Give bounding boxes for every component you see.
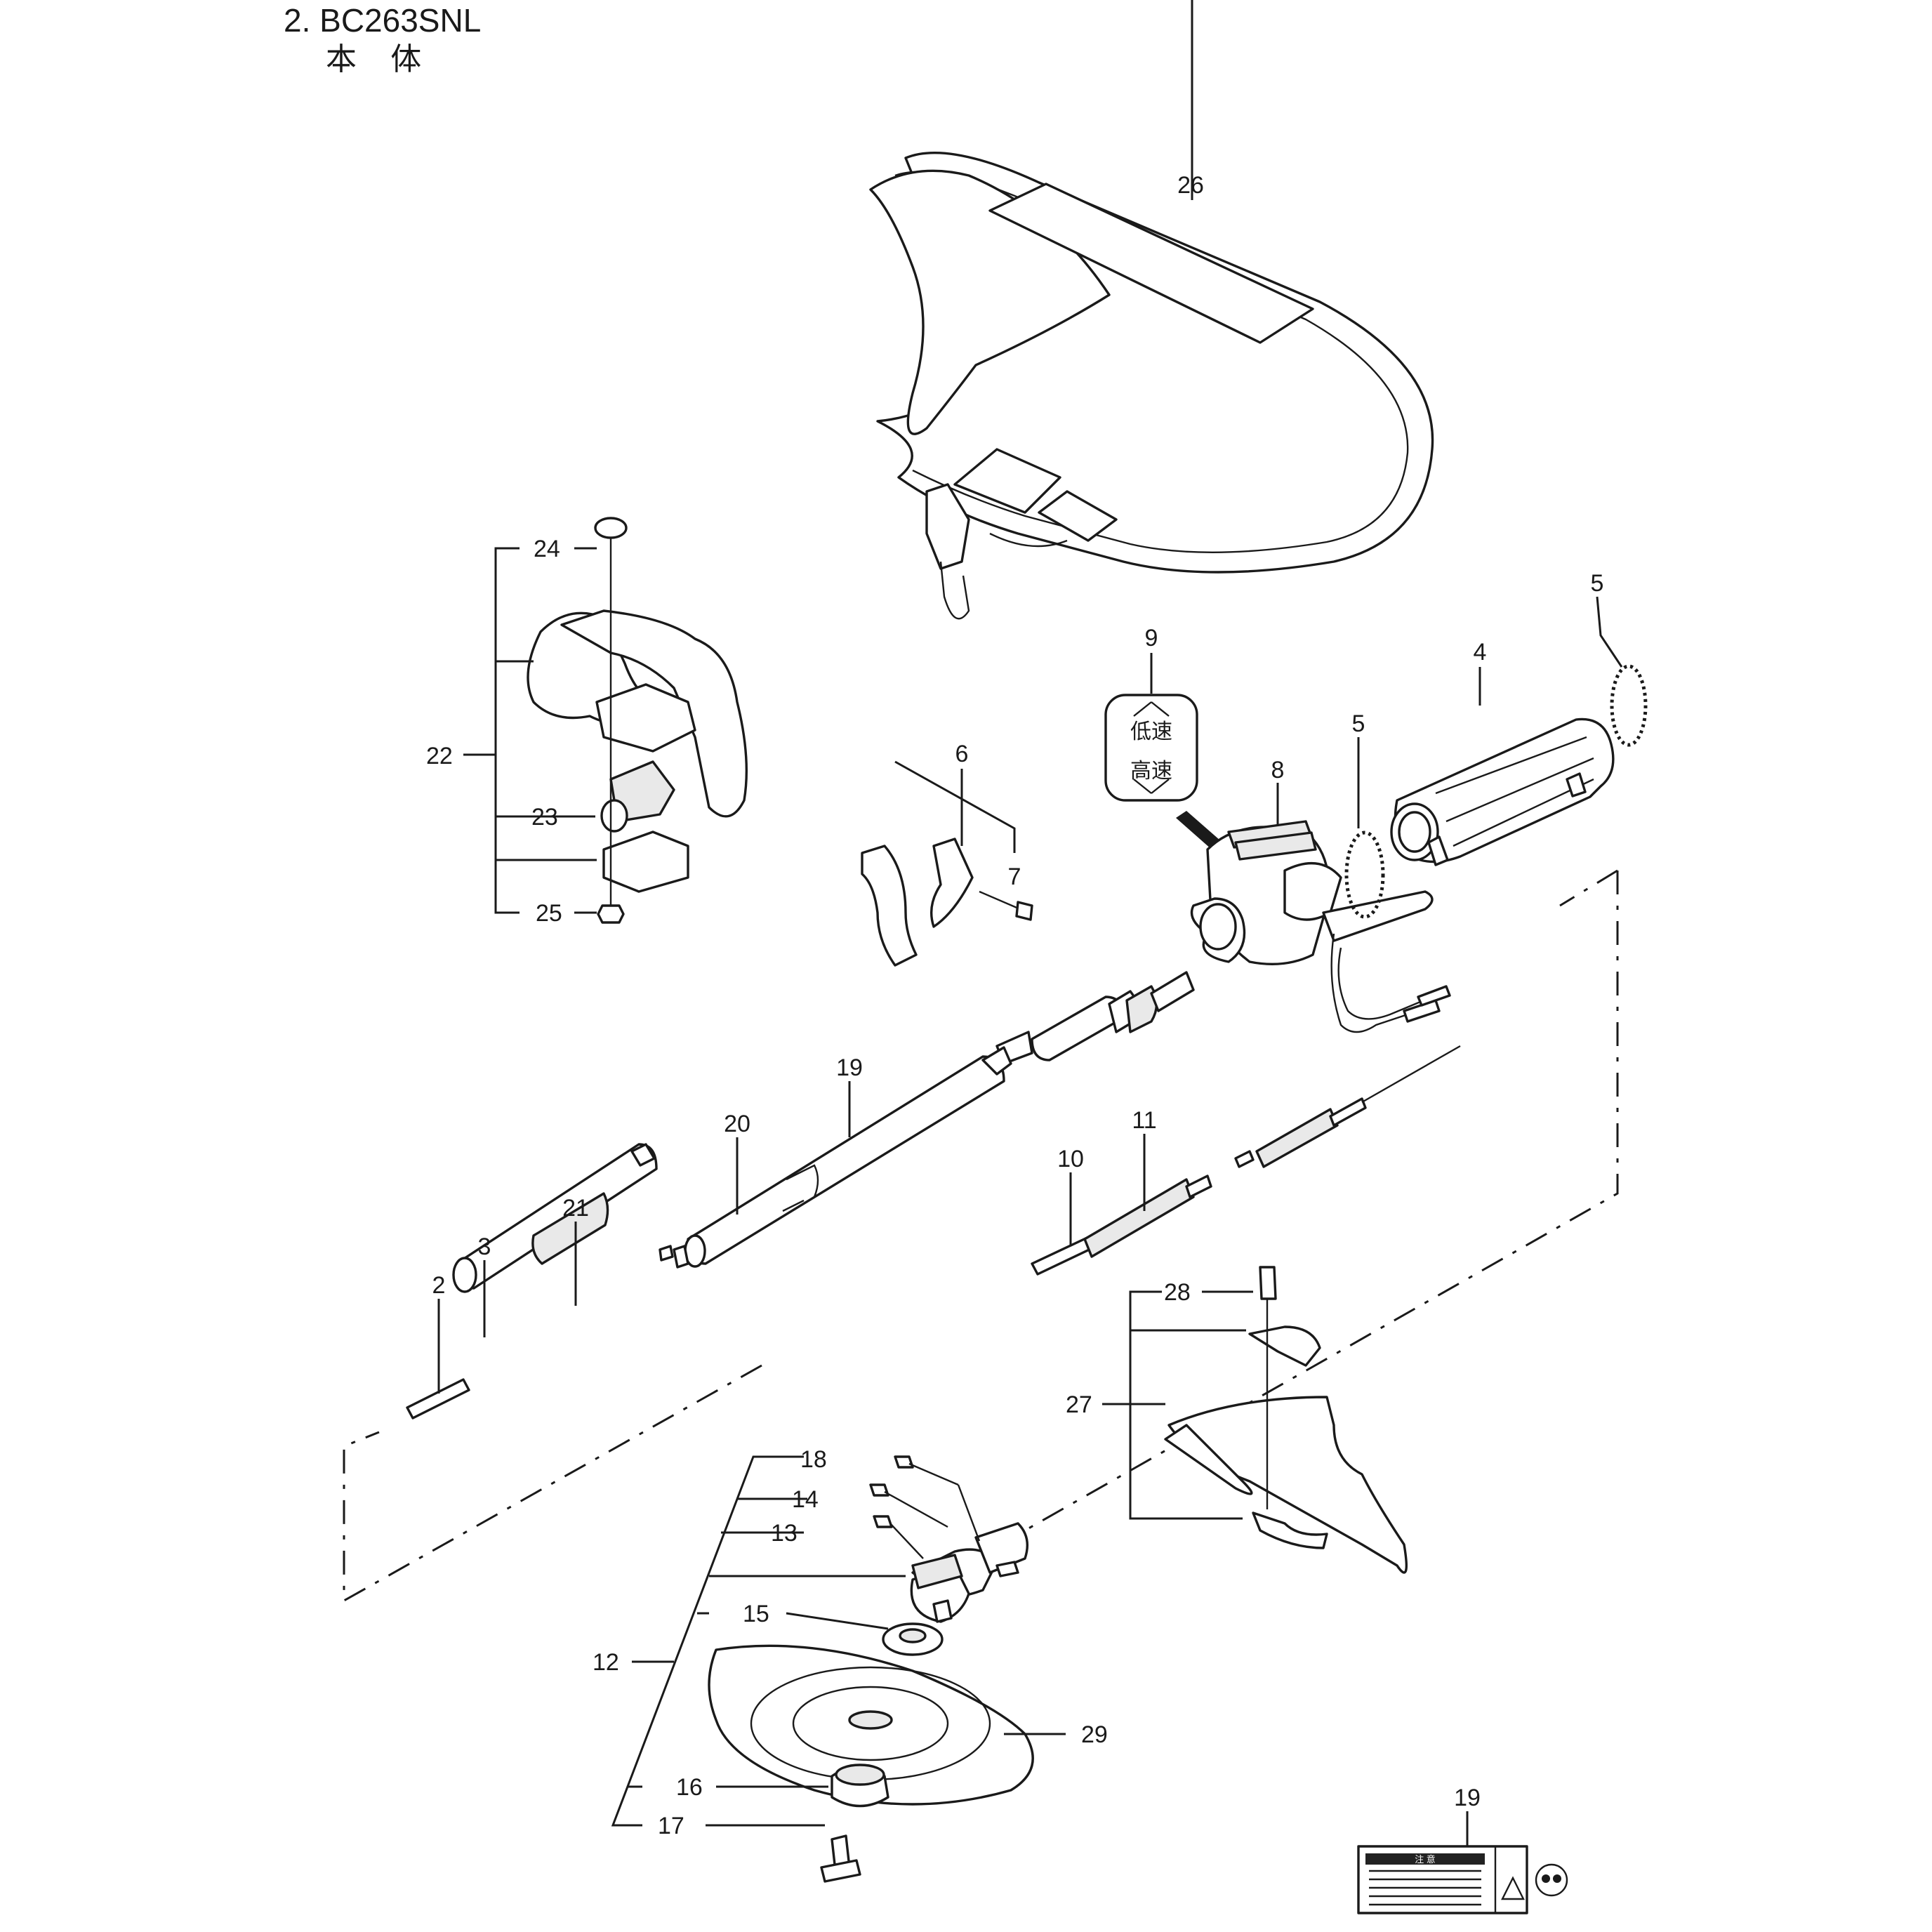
leader-6-7 [894,760,1016,853]
label-2: 2 [432,1272,446,1299]
shaft-tube-icon [452,1143,674,1293]
label-28: 28 [1164,1279,1191,1306]
nut-icon [597,904,625,924]
label-5a: 5 [1352,710,1365,737]
warning-heading: 注 意 [1415,1854,1436,1865]
screw-icon [1259,1266,1277,1509]
bolt-icon [820,1834,861,1883]
shaft-tube-icon [673,1046,1012,1269]
label-15: 15 [743,1601,769,1627]
diagram-subtitle: 本 体 [326,42,435,77]
screw-icon [1015,901,1033,921]
spring-ring-icon [1344,831,1385,919]
guard-icon [1164,1325,1408,1574]
label-11: 11 [1132,1107,1156,1134]
label-14: 14 [792,1486,819,1513]
handlebar-icon [527,609,748,893]
spring-ring-icon [1610,664,1648,747]
label-13: 13 [771,1520,798,1547]
shoulder-harness-icon [869,152,1434,620]
label-27: 27 [1066,1391,1092,1418]
bolt-icon [869,1483,948,1528]
label-29: 29 [1081,1721,1108,1748]
label-22: 22 [426,743,453,769]
label-17: 17 [658,1813,684,1839]
washer-icon [882,1622,944,1656]
bolt-icon [873,1515,924,1559]
speed-decal: 低速 高速 [1104,694,1198,802]
washer-icon [831,1764,889,1808]
label-18: 18 [800,1446,827,1473]
leader-15 [786,1612,889,1630]
label-8: 8 [1271,757,1285,783]
bolt-icon [894,1455,981,1542]
grip-icon [1390,717,1615,866]
drive-shaft-icon [406,1378,470,1420]
bracket-12 [611,1455,906,1827]
label-4: 4 [1474,639,1487,666]
speed-high-text: 高速 [1130,760,1172,783]
label-6: 6 [955,741,969,767]
label-19b: 19 [1454,1785,1481,1811]
leader-5b [1596,596,1623,668]
label-23: 23 [531,804,558,831]
drive-shaft-icon [1031,1045,1461,1276]
shaft-tube-icon [995,971,1195,1065]
bracket-27 [1102,1290,1253,1520]
label-7: 7 [1008,864,1021,890]
gear-case-icon [910,1522,1028,1623]
label-20: 20 [724,1111,750,1137]
diagram-title: 2. BC263SNL [284,2,482,39]
throttle-housing-icon [1190,820,1451,1033]
label-26: 26 [1177,172,1204,199]
label-12: 12 [593,1649,619,1676]
warning-decal: 注 意 [1357,1845,1568,1914]
bracket-22 [463,547,597,914]
label-3: 3 [478,1233,491,1260]
label-9: 9 [1145,625,1158,651]
label-24: 24 [534,536,560,562]
label-16: 16 [676,1774,703,1801]
label-5b: 5 [1591,570,1604,597]
bolt-icon [594,517,628,906]
label-21: 21 [562,1195,589,1222]
speed-low-text: 低速 [1130,720,1172,743]
label-19a: 19 [836,1054,863,1081]
label-25: 25 [536,900,562,927]
clamp-icon [861,838,1026,967]
label-10: 10 [1057,1146,1084,1172]
